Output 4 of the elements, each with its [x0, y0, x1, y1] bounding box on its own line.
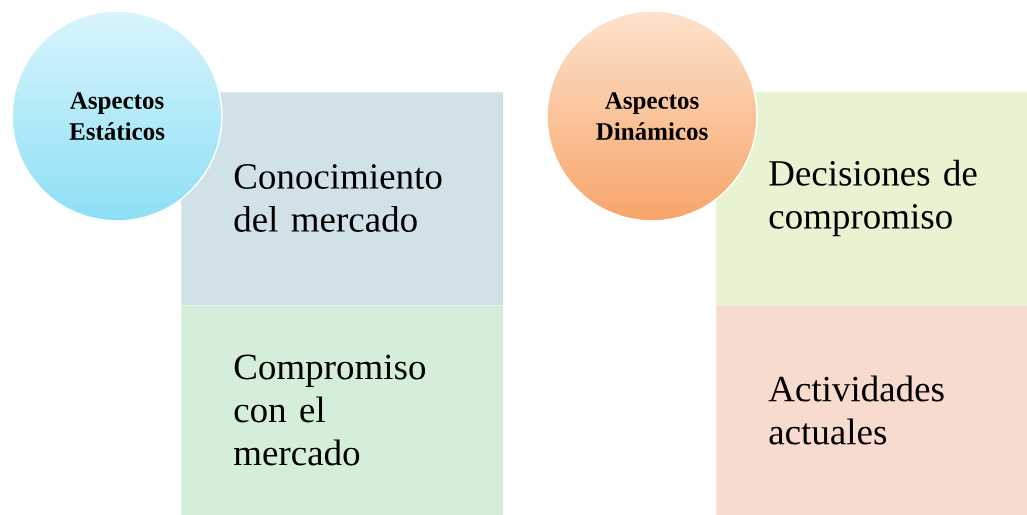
text-box: Conocimiento del mercado: [181, 92, 504, 306]
text-box: Decisiones de compromiso: [716, 92, 1027, 306]
text-box: Compromiso con el mercado: [181, 305, 504, 515]
text-box: Actividades actuales: [716, 305, 1027, 515]
